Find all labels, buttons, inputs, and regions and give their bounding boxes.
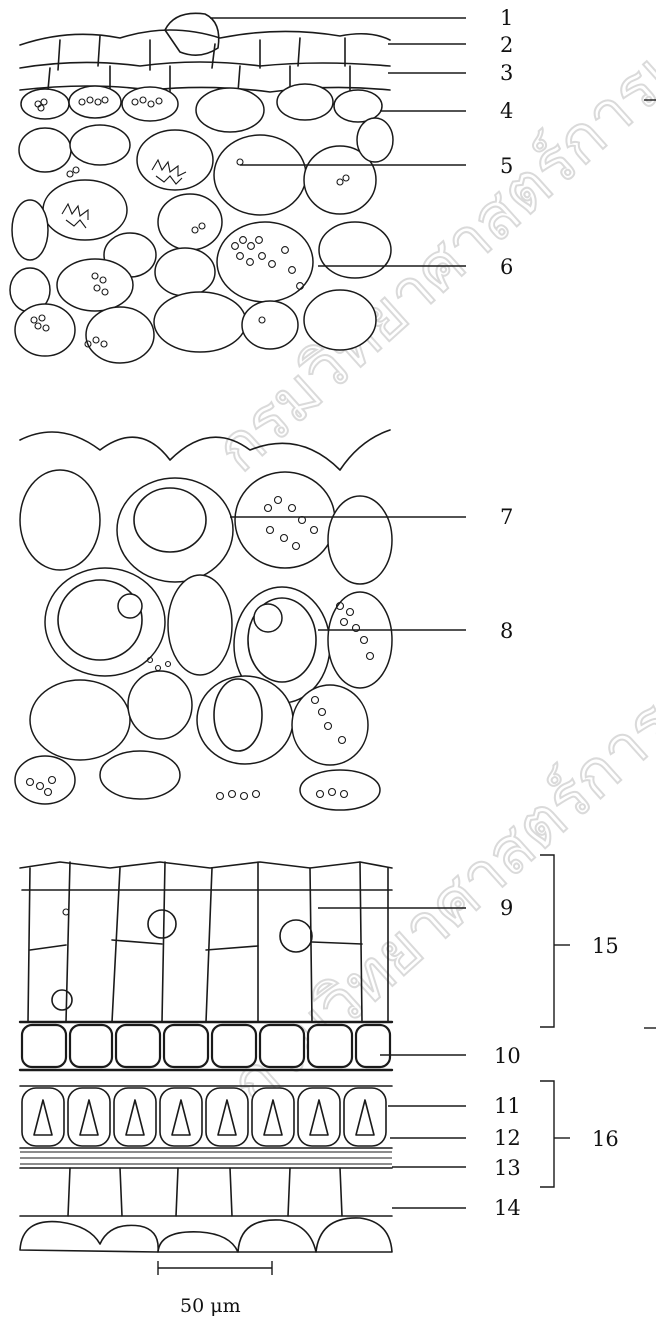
label-8: 8 [500, 619, 513, 643]
label-10: 10 [494, 1044, 521, 1068]
bottom-tissue-panel [20, 862, 392, 1252]
scale-bar [158, 1261, 272, 1275]
scale-bar-label: 50 μm [180, 1295, 241, 1317]
bracket-lower [540, 1081, 570, 1187]
label-13: 13 [494, 1156, 521, 1180]
bracket-upper [540, 100, 656, 1028]
label-11: 11 [494, 1094, 521, 1118]
label-5: 5 [500, 154, 513, 178]
label-2: 2 [500, 33, 513, 57]
label-3: 3 [500, 61, 513, 85]
label-4: 4 [500, 99, 513, 123]
label-1: 1 [500, 6, 513, 30]
label-6: 6 [500, 255, 513, 279]
bracket-label-15: 15 [592, 934, 619, 958]
label-14: 14 [494, 1196, 521, 1220]
top-tissue-panel [10, 13, 393, 363]
label-7: 7 [500, 505, 513, 529]
label-9: 9 [500, 896, 513, 920]
bracket-label-16: 16 [592, 1127, 619, 1151]
label-12: 12 [494, 1126, 521, 1150]
middle-tissue-panel [15, 430, 392, 810]
